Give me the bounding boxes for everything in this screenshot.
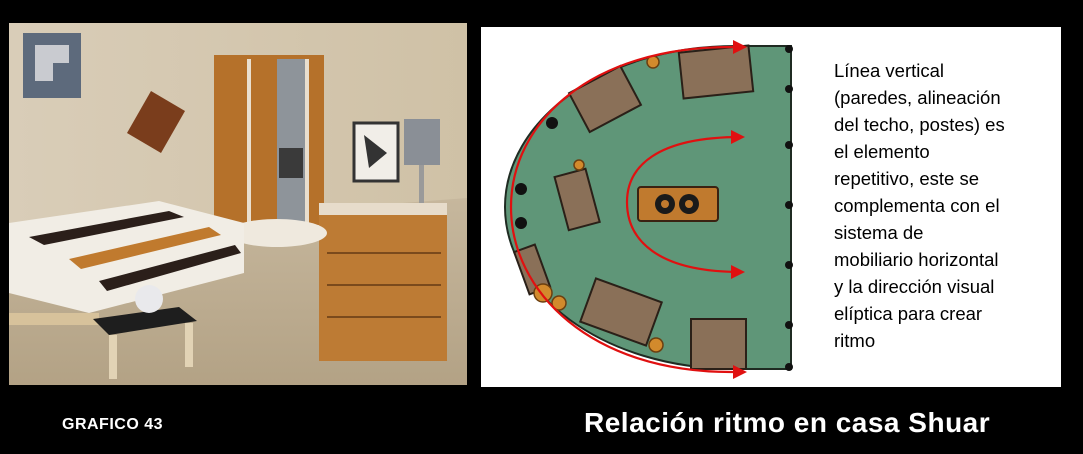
rhythm-arrows <box>509 45 743 374</box>
caption-line: complementa con el <box>834 195 1000 216</box>
floor-plan-panel <box>481 27 1061 387</box>
lamp <box>404 119 440 165</box>
wall-shelf <box>127 91 185 153</box>
dresser <box>319 203 447 361</box>
figure-label: GRAFICO 43 <box>62 416 164 433</box>
caption-line: (paredes, alineación <box>834 87 1001 108</box>
caption-line: del techo, postes) es <box>834 114 1005 135</box>
caption-line: sistema de <box>834 222 924 243</box>
wall-posts <box>785 45 793 371</box>
caption-text: Línea vertical (paredes, alineación del … <box>834 57 1056 354</box>
caption-line: y la dirección visual <box>834 276 995 297</box>
curve-posts <box>515 117 558 229</box>
caption-line: mobiliario horizontal <box>834 249 999 270</box>
arrow-heads <box>731 40 747 379</box>
bedside-table <box>93 307 197 335</box>
caption-line: elíptica para crear <box>834 303 983 324</box>
caption-line: el elemento <box>834 141 930 162</box>
floor-plan <box>503 40 793 379</box>
bedroom-photo <box>9 23 467 385</box>
caption-line: repetitivo, este se <box>834 168 979 189</box>
figure-title: Relación ritmo en casa Shuar <box>584 407 991 438</box>
caption-line: ritmo <box>834 330 876 351</box>
central-hearth <box>637 186 719 222</box>
caption-line: Línea vertical <box>834 60 945 81</box>
bedroom-illustration <box>9 23 467 385</box>
furniture <box>512 44 755 370</box>
